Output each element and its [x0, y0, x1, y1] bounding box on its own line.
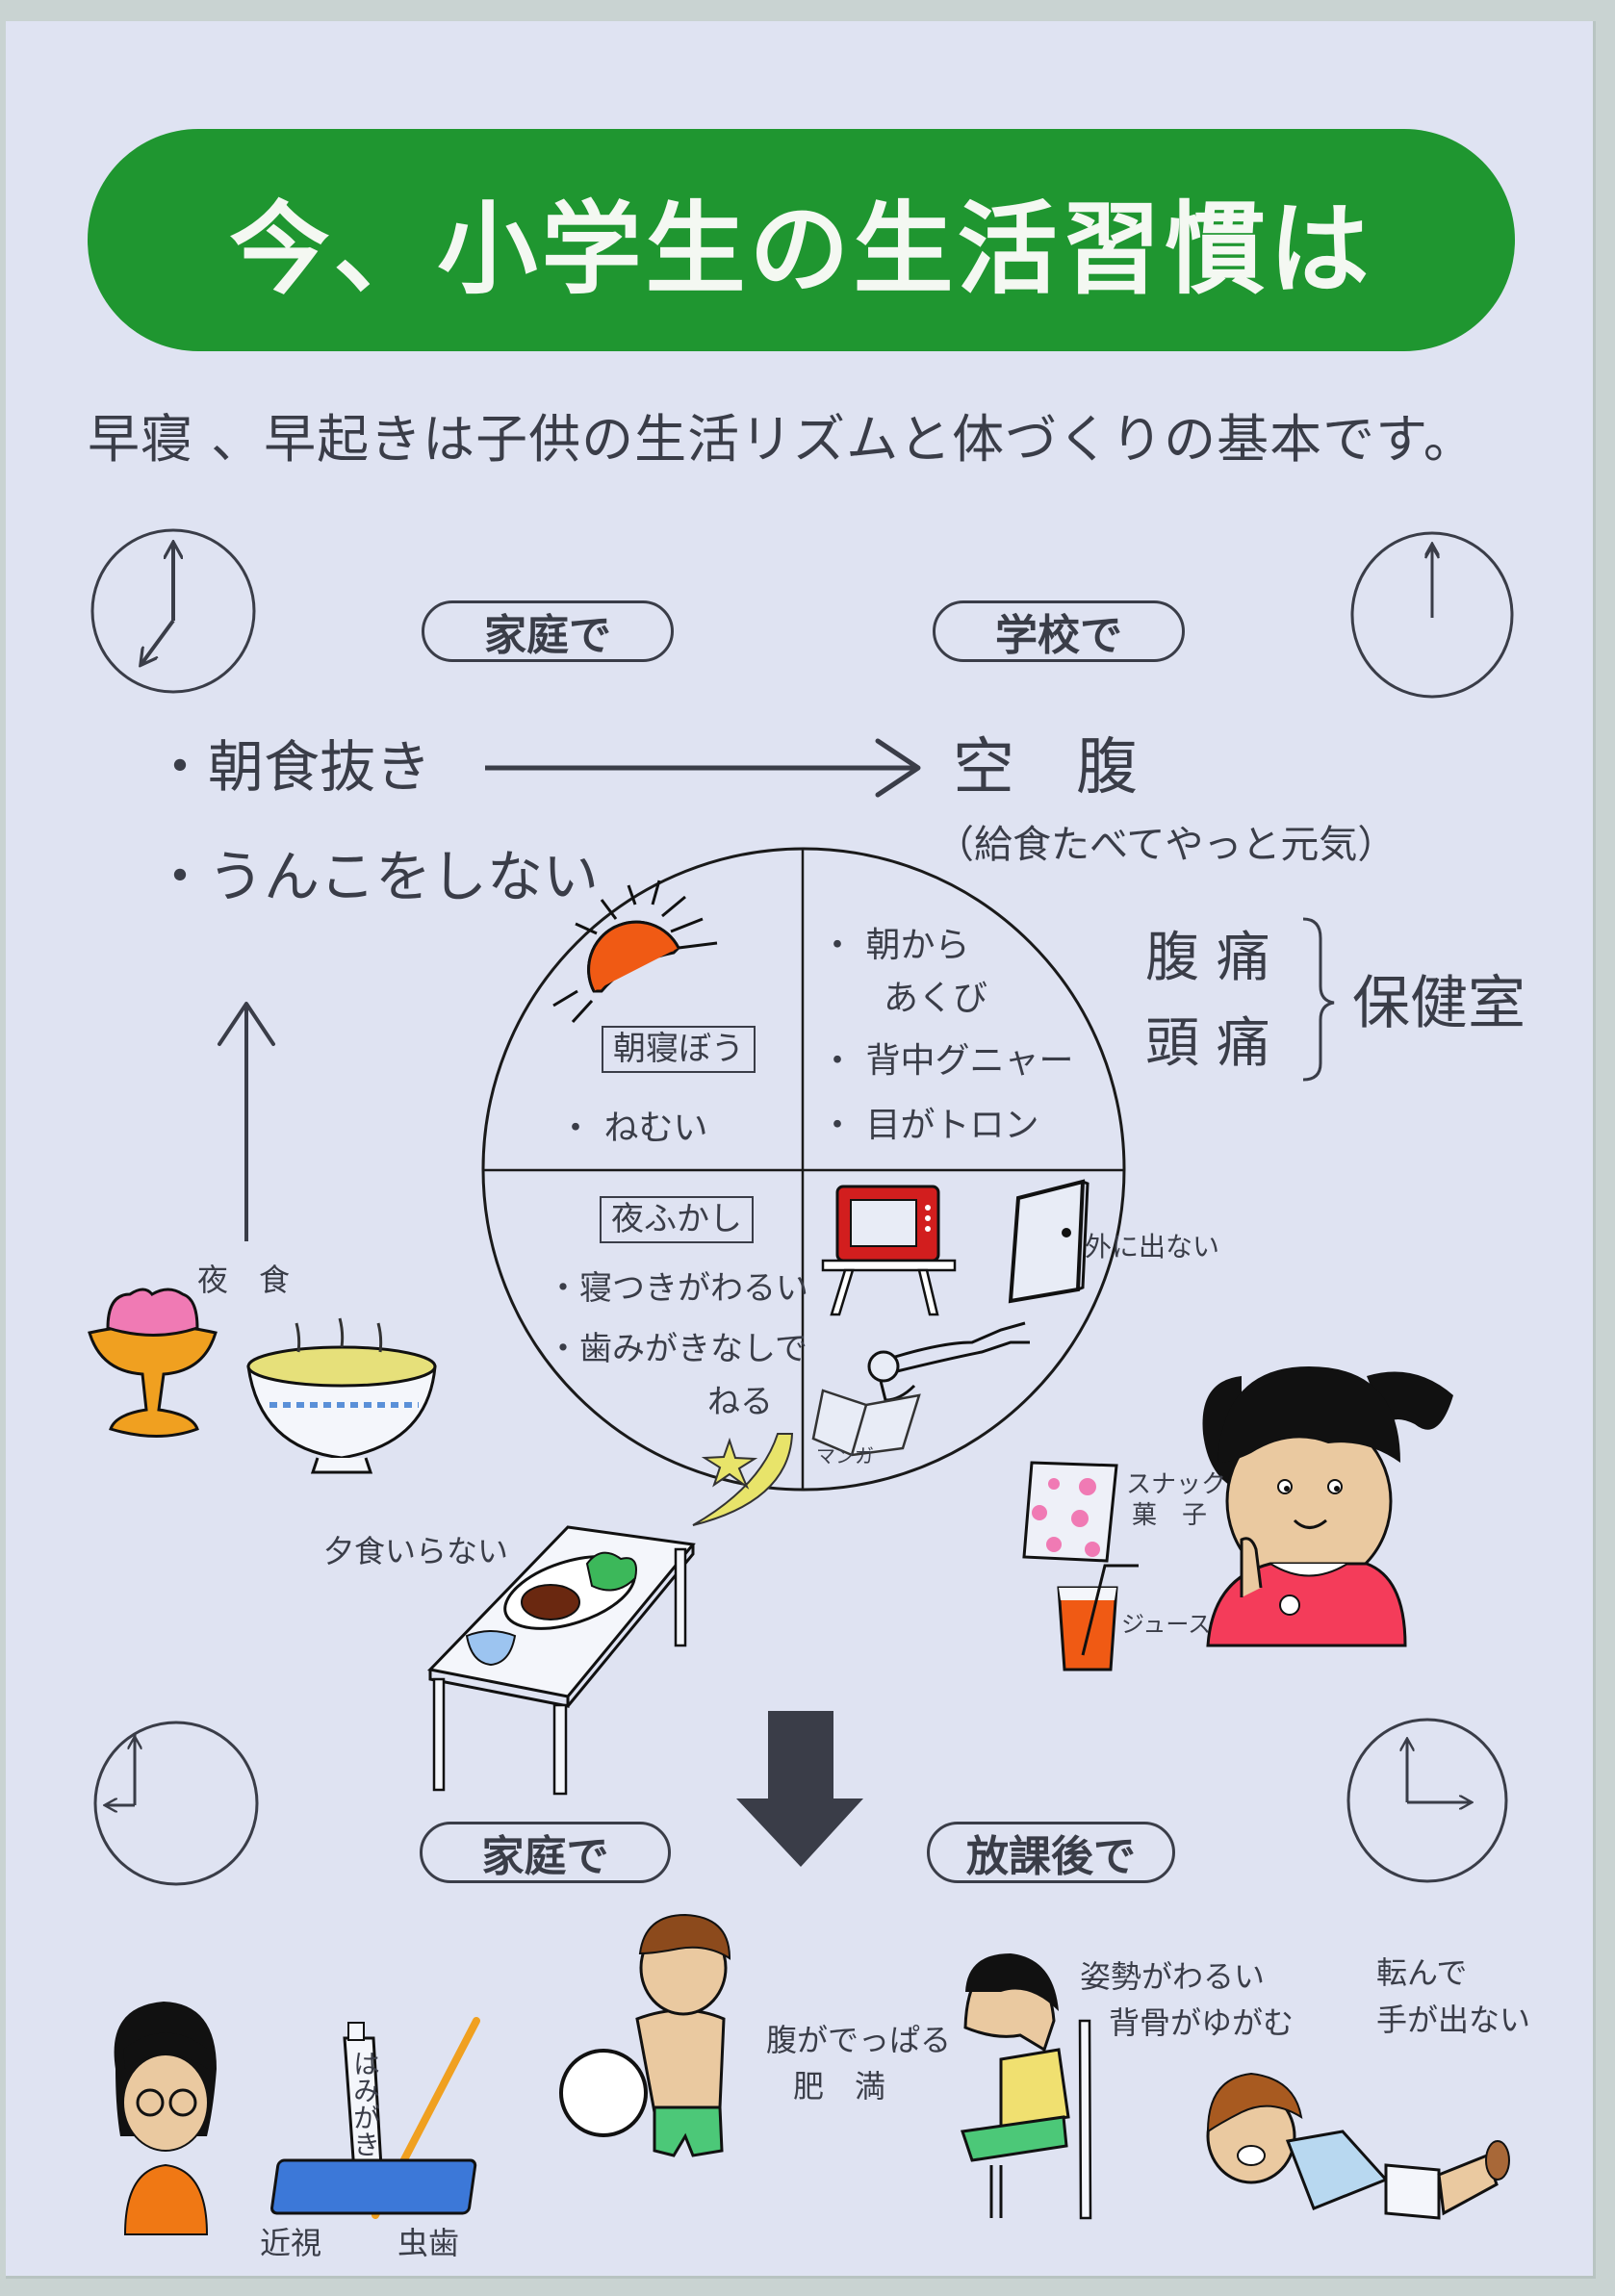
cavities-label: 虫歯 — [397, 2225, 460, 2261]
slouching-boy-icon — [961, 1953, 1092, 2220]
stay-inside-label: 外に出ない — [1085, 1231, 1220, 1263]
boy-on-scale-icon — [270, 1913, 731, 2215]
oversleep-label: 朝寝ぼう — [602, 1026, 756, 1074]
door-icon — [1008, 1179, 1089, 1304]
at-school-pill: 学校で — [933, 600, 1185, 662]
nurse-office: 保健室 — [1352, 970, 1525, 1037]
jelly-dessert-icon — [88, 1288, 218, 1438]
home-item-skip-breakfast: ・朝食抜き — [152, 734, 432, 800]
juice-glass-icon — [1057, 1564, 1139, 1671]
subtitle: 早寝 、早起きは子供の生活リズムと体づくりの基本です。 — [88, 409, 1476, 470]
tv-icon — [821, 1185, 957, 1316]
clock-icon-7oclock — [90, 528, 256, 694]
title-banner: 今、小学生の生活習慣は — [88, 129, 1515, 351]
myopia-label: 近視 — [260, 2225, 322, 2261]
wheel-item: ・ ねむい — [558, 1109, 708, 1148]
symptom-stomachache: 腹 痛 — [1145, 927, 1270, 989]
obesity-label: 肥 満 — [793, 2068, 886, 2105]
girl-thinking-icon — [1202, 1366, 1453, 1647]
fall-label-2: 手が出ない — [1376, 2002, 1531, 2038]
poster-board — [6, 21, 1596, 2279]
at-home-pill: 家庭で — [422, 600, 674, 662]
wheel-item: ・ 朝から — [820, 926, 970, 965]
clock-icon-12oclock — [1350, 531, 1514, 699]
manga-label: マンガ — [816, 1444, 874, 1467]
wheel-item: ・寝つきがわるい — [547, 1269, 808, 1308]
snack-bag-icon — [1022, 1461, 1118, 1563]
snack-label: スナック — [1126, 1470, 1227, 1499]
star-icon — [701, 1437, 758, 1490]
down-arrow-icon — [736, 1711, 863, 1867]
clock-icon-3oclock — [1346, 1718, 1508, 1883]
no-dinner-label: 夕食いらない — [323, 1533, 509, 1569]
hungry-result: 空 腹 — [953, 732, 1138, 804]
belly-label: 腹がでっぱる — [766, 2022, 952, 2058]
noodle-bowl-icon — [246, 1317, 437, 1474]
dinner-table-icon — [427, 1525, 696, 1796]
symptom-headache: 頭 痛 — [1145, 1012, 1270, 1075]
stay-up-late-label: 夜ふかし — [600, 1196, 754, 1244]
page-title: 今、小学生の生活習慣は — [229, 191, 1373, 308]
wheel-item: あくび — [884, 979, 988, 1018]
right-arrow-icon — [485, 738, 921, 798]
daily-cycle-wheel — [481, 847, 1126, 1492]
at-home-pill-evening: 家庭で — [420, 1822, 671, 1883]
after-school-pill: 放課後で — [927, 1822, 1175, 1883]
sweets-label: 菓 子 — [1132, 1501, 1208, 1530]
home-item-no-bowel: ・うんこをしない — [152, 844, 600, 909]
lying-child-icon — [867, 1321, 1030, 1402]
manga-book-icon — [811, 1389, 921, 1457]
clock-icon-9oclock — [93, 1721, 259, 1886]
spine-label: 背骨がゆがむ — [1109, 2004, 1295, 2041]
late-snack-label: 夜 食 — [197, 1262, 291, 1298]
wheel-item: ・ 目がトロン — [820, 1106, 1039, 1145]
wheel-item: ・ 背中グニャー — [820, 1041, 1074, 1081]
wheel-item: ねる — [707, 1383, 773, 1421]
up-arrow-icon — [218, 1002, 275, 1241]
fall-label-1: 転んで — [1376, 1954, 1468, 1991]
toothpaste-label: はみがき — [349, 2050, 381, 2157]
falling-boy-icon — [1206, 2072, 1510, 2220]
hungry-note: （給食たべてやっと元気） — [936, 823, 1397, 867]
girl-with-glasses-icon — [114, 2002, 217, 2235]
juice-label: ジュース — [1121, 1611, 1212, 1638]
wheel-item: ・歯みがきなしで — [547, 1330, 808, 1368]
brace-icon — [1302, 917, 1335, 1082]
rising-sun-icon — [552, 880, 718, 1024]
posture-label: 姿勢がわるい — [1080, 1958, 1266, 1995]
moon-icon — [692, 1433, 794, 1526]
